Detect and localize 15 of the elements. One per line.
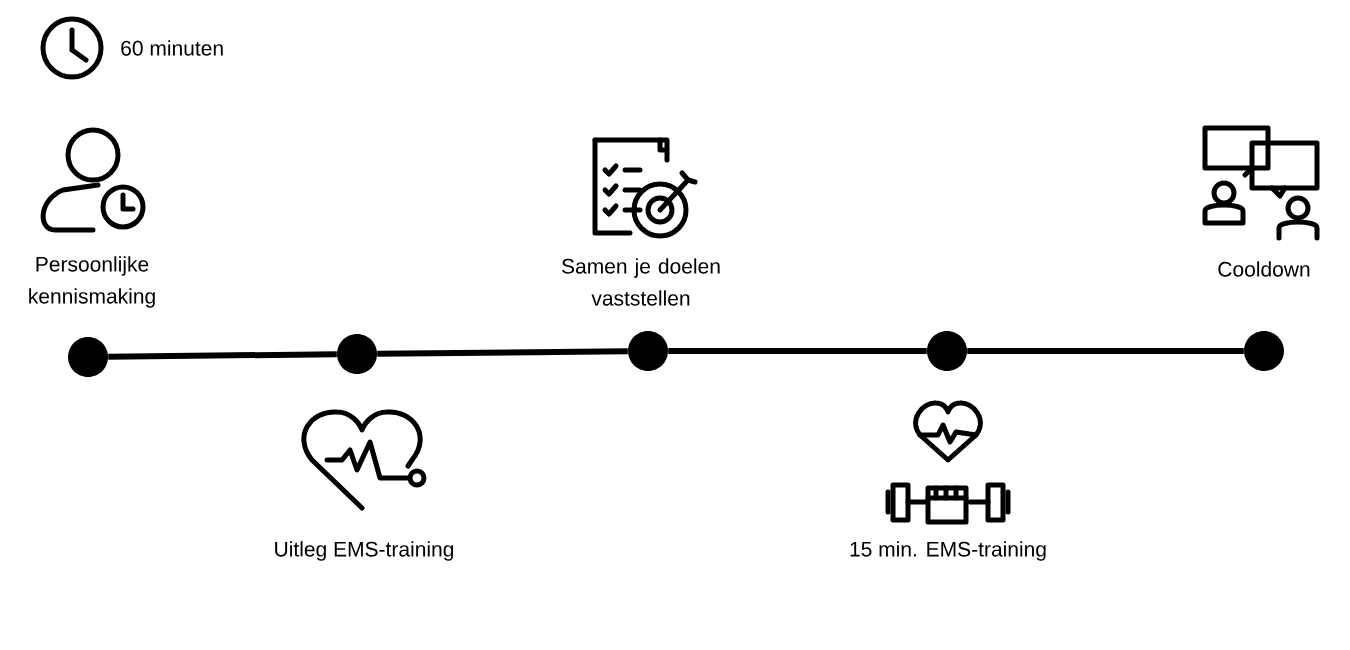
timeline-line [668,348,927,354]
timeline-line [967,348,1244,354]
timeline-dot [628,331,668,371]
timeline-line [108,351,337,360]
title: 60 minuten [121,40,223,56]
step-label: Uitleg EMS-training [275,541,454,561]
step-label: Samen je doelen vaststellen [562,258,720,306]
step-label: Cooldown [1218,261,1310,277]
timeline-dot [1244,331,1284,371]
timeline-dot [68,337,108,377]
timeline-line [377,348,628,357]
timeline-dot [337,334,377,374]
step-label: Persoonlijke kennismaking [29,256,155,308]
timeline-dot [927,331,967,371]
step-label: 15 min. EMS-training [850,541,1046,561]
